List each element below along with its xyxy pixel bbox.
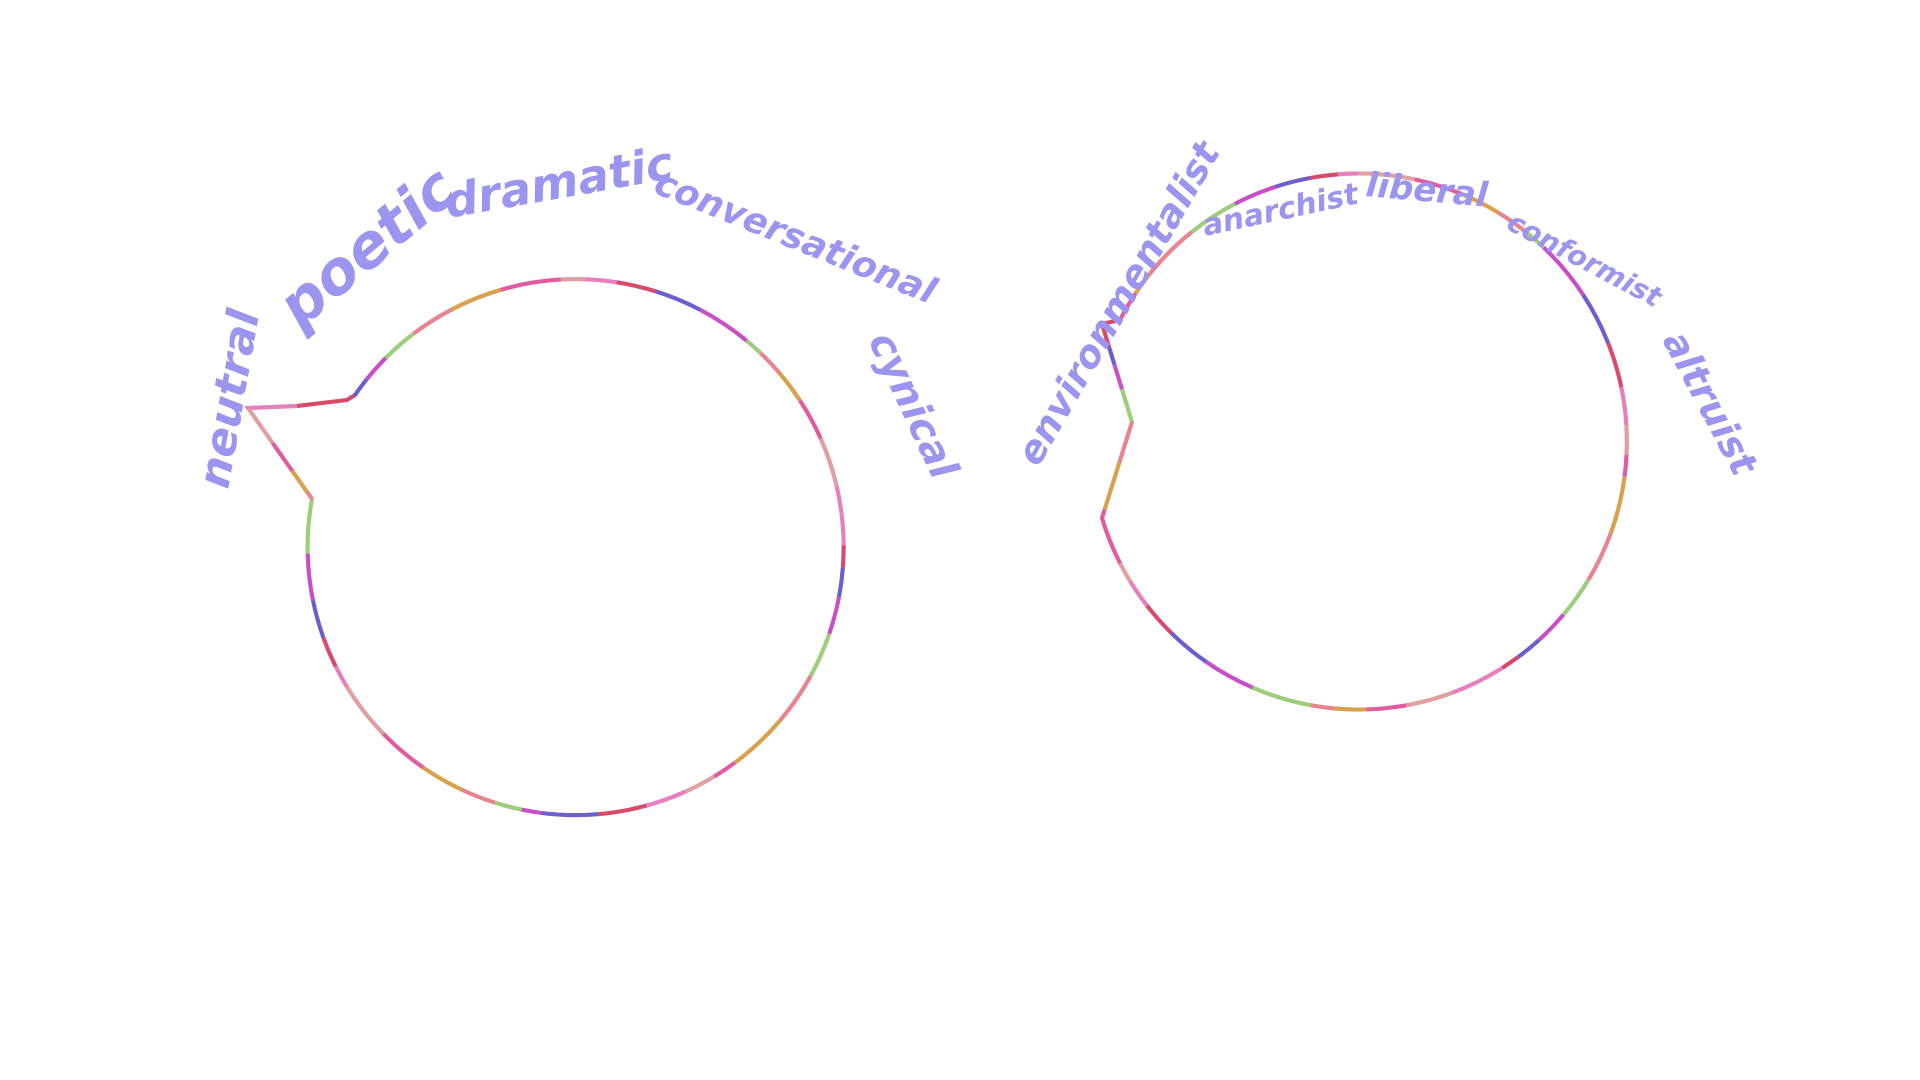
outline-color-segment [244,277,846,818]
label-altruist: altruist [1654,324,1767,484]
outline-color-segment [244,277,846,818]
outline-color-segment [244,277,846,818]
outline-color-segment [244,277,846,818]
outline-color-segment [244,277,846,818]
outline-color-segment [1099,171,1629,712]
outline-color-segment [244,277,846,818]
outline-color-segment [244,277,846,818]
outline-color-segment [244,277,846,818]
outline-color-segment [244,277,846,818]
outline-color-segment [244,277,846,818]
right-bubble-color-segments [1099,171,1629,712]
label-liberal: liberal [1364,165,1490,216]
outline-color-segment [244,277,846,818]
outline-color-segment [244,277,846,818]
outline-color-segment [244,277,846,818]
outline-color-segment [244,277,846,818]
label-conversational: conversational [649,162,943,312]
outline-color-segment [244,277,846,818]
outline-color-segment [244,277,846,818]
label-cynical: cynical [859,325,967,487]
outline-color-segment [244,277,846,818]
outline-color-segment [244,277,846,818]
outline-color-segment [244,277,846,818]
outline-color-segment [244,277,846,818]
outline-color-segment [244,277,846,818]
outline-color-segment [244,277,846,818]
outline-color-segment [1099,171,1629,712]
outline-color-segment [244,277,846,818]
outline-color-segment [244,277,846,818]
label-neutral: neutral [189,305,271,492]
outline-color-segment [244,277,846,818]
outline-color-segment [244,277,846,818]
outline-color-segment [244,277,846,818]
outline-color-segment [244,277,846,818]
left-bubble-outline [246,277,846,818]
outline-color-segment [244,277,846,818]
right-speech-bubble [1099,171,1629,712]
outline-color-segment [244,277,846,818]
left-bubble-color-segments [244,277,846,818]
outline-color-segment [244,277,846,818]
label-poetic: poetic [264,153,470,342]
outline-color-segment [1099,171,1629,712]
outline-color-segment [244,277,846,818]
outline-color-segment [244,277,846,818]
outline-color-segment [244,277,846,818]
outline-color-segment [244,277,846,818]
label-dramatic: dramatic [441,136,678,229]
outline-color-segment [244,277,846,818]
left-speech-bubble [244,277,846,818]
outline-color-segment [244,277,846,818]
label-environmentalist: environmentalist [1008,132,1230,472]
outline-color-segment [244,277,846,818]
outline-color-segment [244,277,846,818]
outline-color-segment [244,277,846,818]
outline-color-segment [244,277,846,818]
outline-color-segment [244,277,846,818]
outline-color-segment [244,277,846,818]
outline-color-segment [244,277,846,818]
outline-color-segment [244,277,846,818]
